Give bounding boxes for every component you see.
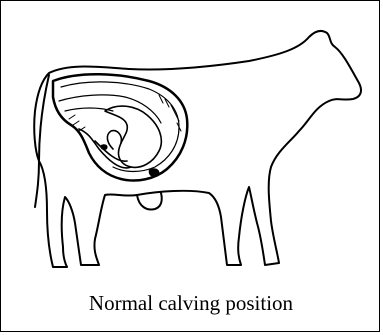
uterus-outline (53, 74, 187, 180)
calf-body (105, 106, 161, 167)
figure-caption: Normal calving position (1, 291, 381, 316)
cow-body-outline (34, 31, 361, 267)
cow-udder (137, 193, 162, 209)
cow-illustration (9, 11, 371, 273)
